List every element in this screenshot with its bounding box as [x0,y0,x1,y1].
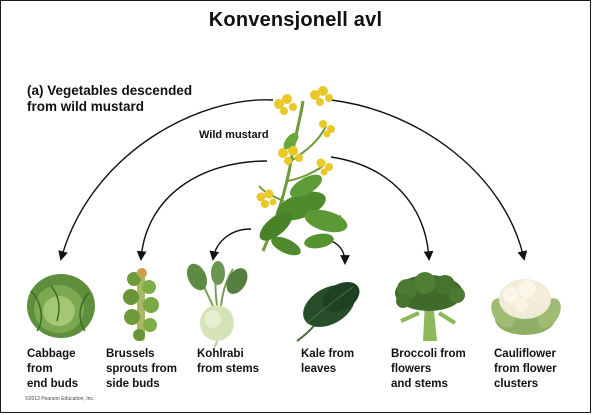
kale-label: Kale from leaves [301,347,354,377]
arrow-to-cauliflower [331,100,524,259]
arrow-to-broccoli [331,157,429,259]
cauliflower-label: Cauliflower from flower clusters [494,347,557,392]
wild-mustard-plant [255,86,350,259]
cabbage-label: Cabbage from end buds [27,347,78,392]
kale-image [296,276,365,341]
kohlrabi-label: Kohlrabi from stems [197,347,259,377]
arrow-to-cabbage [61,100,273,259]
copyright-notice: ©2013 Pearson Education, Inc. [25,396,94,402]
brussels-sprouts-image [123,268,159,341]
arrow-to-kale [331,241,345,263]
broccoli-label: Broccoli from flowers and stems [391,347,466,392]
cabbage-image [27,274,95,338]
arrow-to-kohlrabi [213,229,251,259]
wild-mustard-label: Wild mustard [199,129,269,141]
broccoli-image [395,272,465,341]
kohlrabi-image [183,261,252,347]
brussels-sprouts-label: Brussels sprouts from side buds [106,347,177,392]
arrow-to-brussels-sprouts [141,161,267,259]
cauliflower-image [486,279,565,335]
